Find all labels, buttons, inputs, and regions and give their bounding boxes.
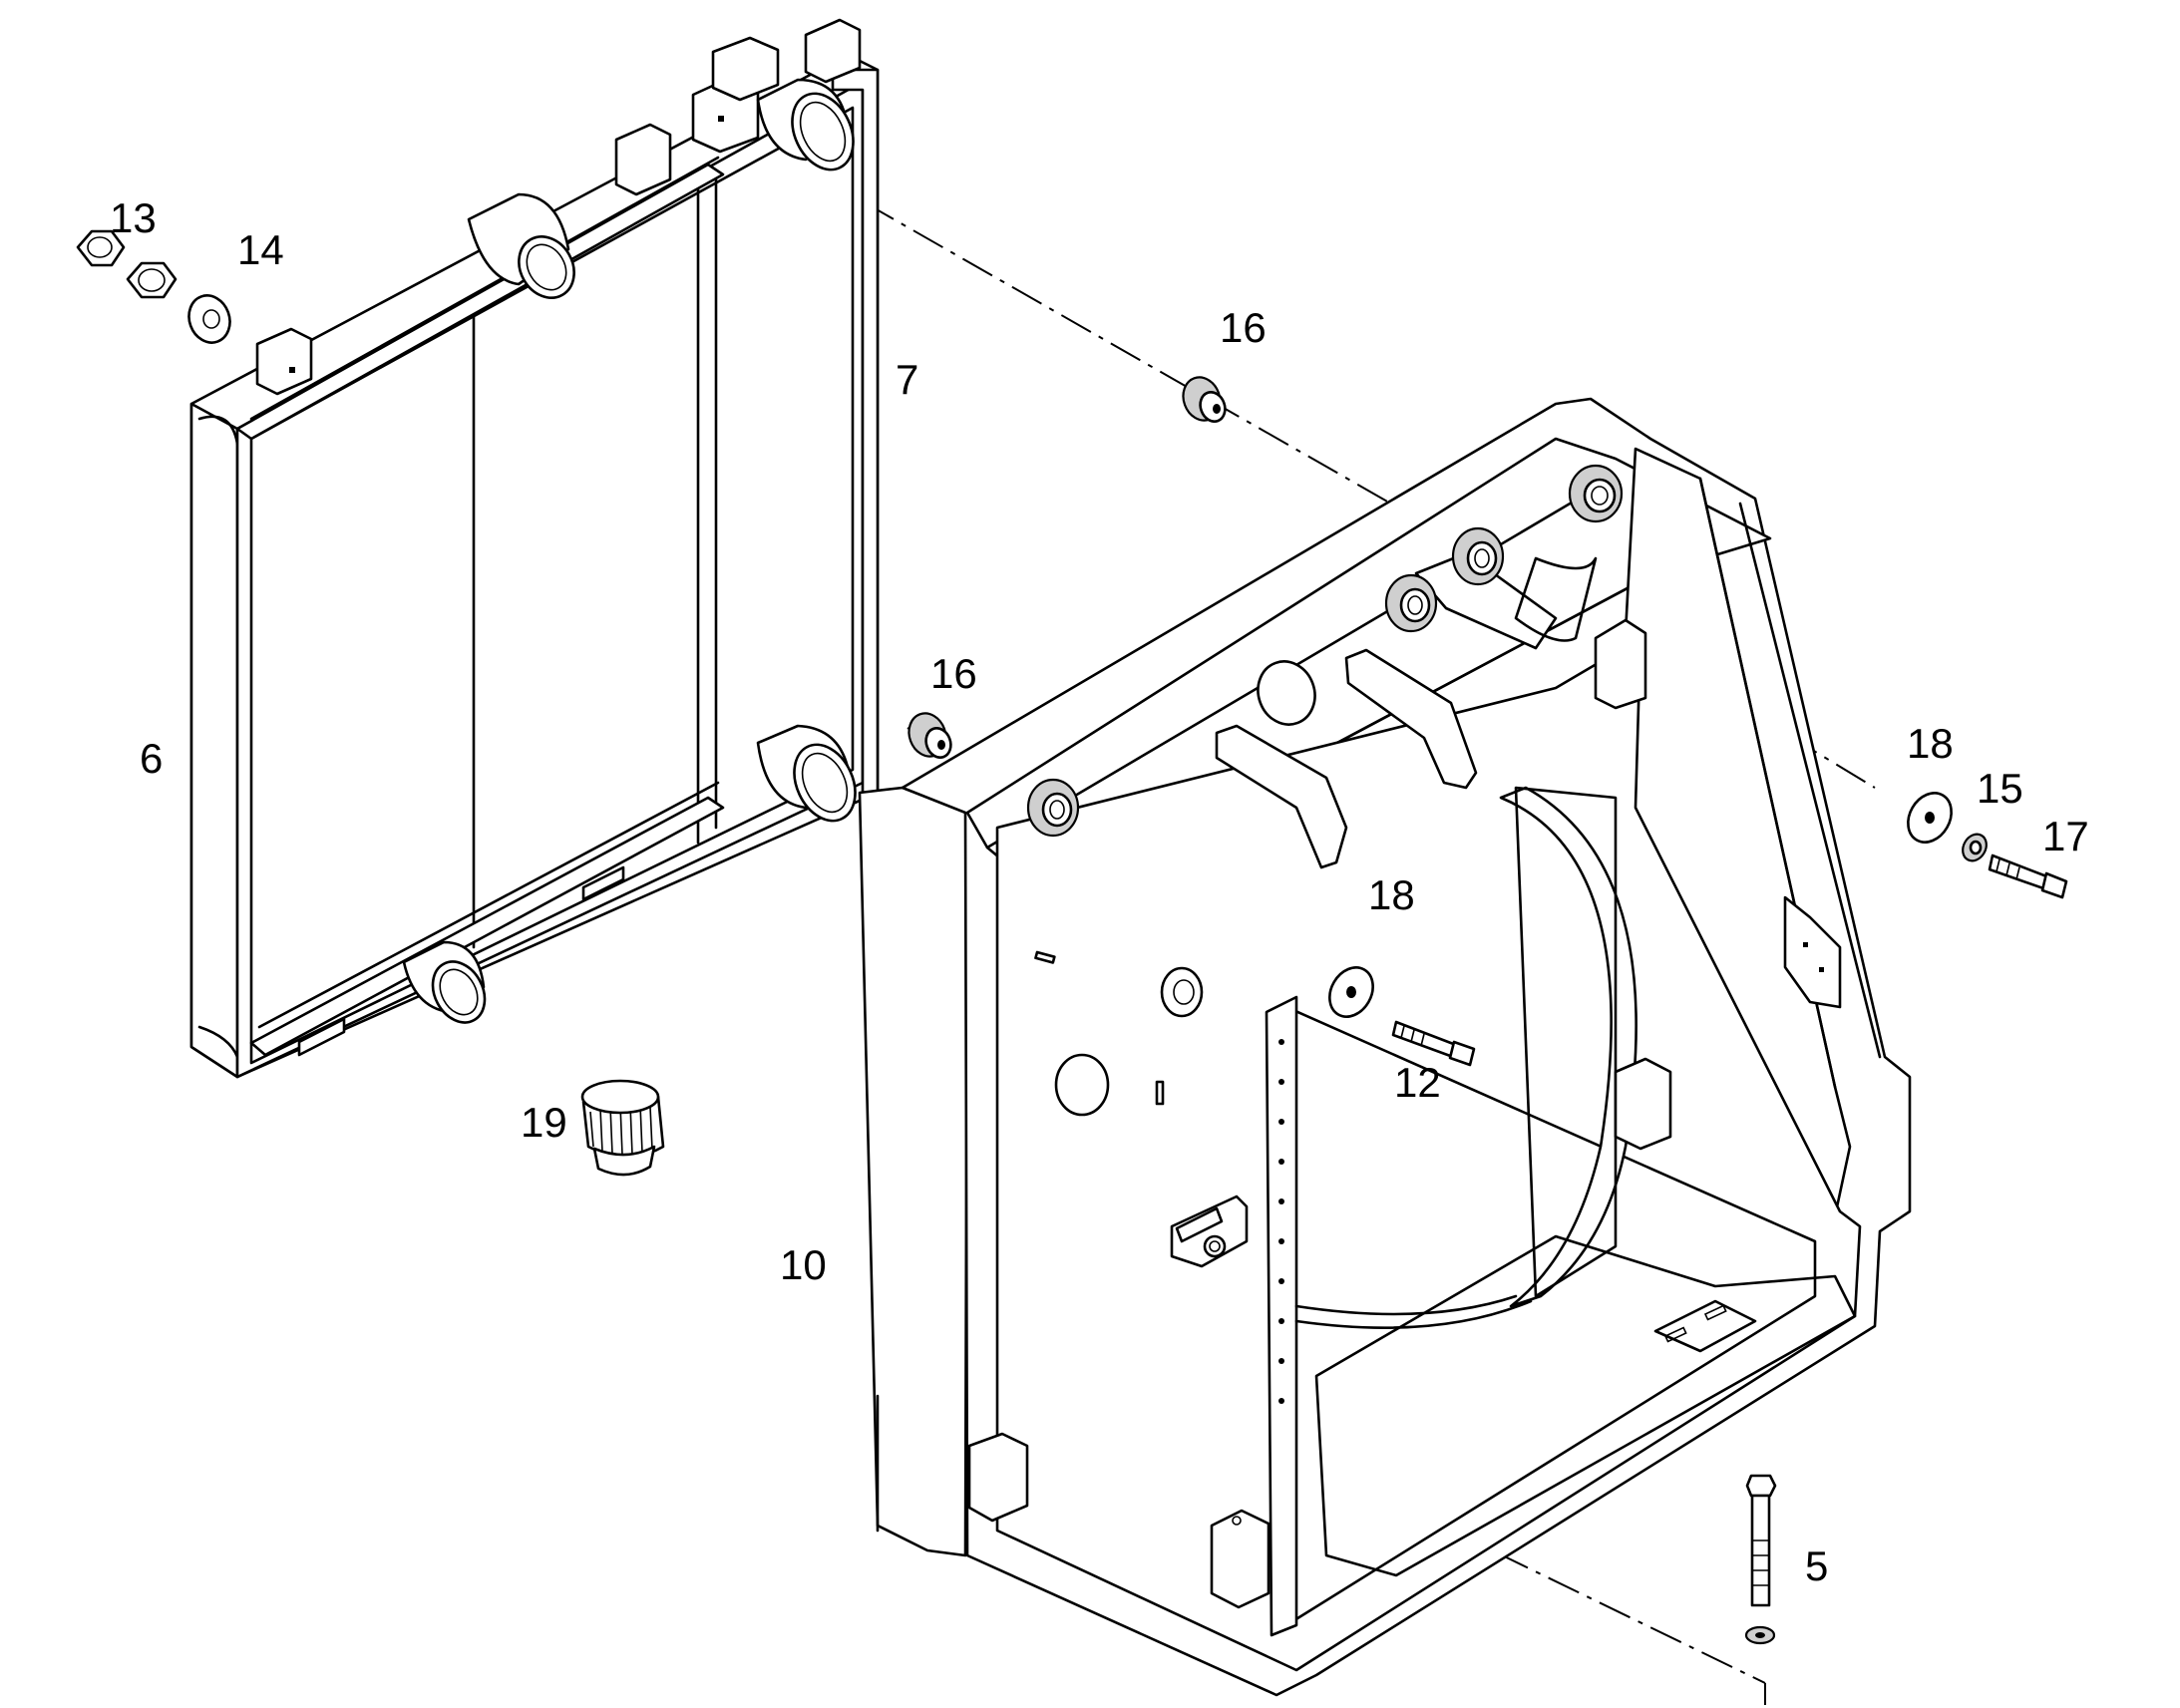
bolt-12 [1391,1020,1476,1067]
radiator-lower-outlet [756,724,857,823]
callout-16-upper: 16 [1220,304,1267,351]
callout-6: 6 [140,735,163,782]
boss-mid-right [1451,526,1505,586]
washer-14 [187,294,231,344]
radiator-upper-inlet [467,192,575,299]
callout-labels: 13 14 16 7 6 16 18 15 17 18 12 19 10 5 [110,194,2089,1589]
boss-top-right [1568,464,1624,523]
boss-left [1026,778,1080,838]
bolt-17 [1988,854,2068,899]
washer-18-right [1907,792,1953,844]
radiator-upper-outlet [756,78,855,171]
frame-housing-10 [858,397,1912,1697]
radiator-lower-inlet [402,940,487,1024]
callout-10: 10 [780,1241,827,1288]
hinge-bracket [1170,1195,1249,1268]
washer-18-left [1328,966,1374,1018]
callout-15: 15 [1977,765,2023,812]
callout-13: 13 [110,194,157,241]
callout-17: 17 [2042,813,2089,859]
callout-19: 19 [521,1099,567,1146]
rubber-mount-16-upper [1182,376,1227,423]
rail-holes [1278,1039,1284,1404]
rubber-mount-16-lower [908,712,952,759]
callout-14: 14 [237,226,284,273]
callout-18-right: 18 [1907,720,1954,767]
lock-washer-15 [1962,833,1988,862]
bolt-5 [1744,1474,1777,1645]
callout-7: 7 [896,356,918,403]
callout-18-left: 18 [1368,871,1415,918]
boss-lower [1160,966,1204,1018]
nut-13 [76,229,178,299]
radiator-cap-19 [580,1079,665,1177]
boss-mid [1384,573,1438,633]
callout-12: 12 [1394,1059,1441,1106]
callout-16-lower: 16 [930,650,977,697]
radiator-assembly [189,18,880,1079]
callout-5: 5 [1805,1542,1828,1589]
